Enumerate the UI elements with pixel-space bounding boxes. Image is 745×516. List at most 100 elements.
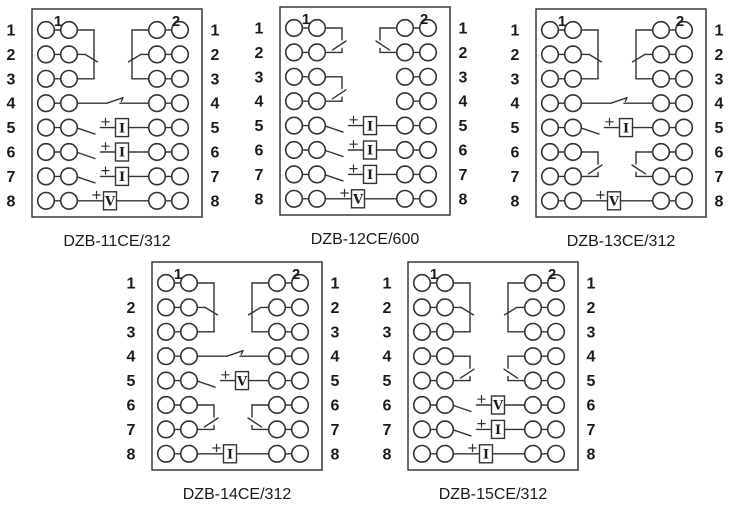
terminal-circle <box>540 118 560 137</box>
terminal-number-left: 4 <box>7 96 16 113</box>
terminal-circle <box>418 140 438 160</box>
contact-and-coil-row: I <box>452 419 526 440</box>
polarity-plus <box>101 166 110 175</box>
terminal-circle <box>395 140 415 160</box>
contact-blade <box>631 164 647 175</box>
contact-blade <box>76 127 96 135</box>
contact-blade <box>247 306 262 316</box>
terminal-number-left: 5 <box>127 373 136 390</box>
terminal-number-right: 4 <box>715 96 724 113</box>
contact-blade <box>324 149 344 158</box>
terminal-circle <box>523 298 543 317</box>
terminal-number-left: 1 <box>127 276 136 293</box>
contact-blade <box>76 176 96 184</box>
contact-blade <box>106 96 124 104</box>
terminal-circle <box>59 118 79 137</box>
column-label-1: 1 <box>54 13 62 30</box>
terminal-number-right: 5 <box>331 373 340 390</box>
coil-row: V <box>580 190 654 211</box>
coil-symbol: I <box>114 166 130 187</box>
terminal-circle <box>290 347 310 366</box>
terminal-number-left: 2 <box>383 300 392 317</box>
terminal-circle <box>179 371 199 390</box>
terminal-circle <box>540 191 560 210</box>
terminal-number-left: 3 <box>127 324 136 341</box>
terminal-circle <box>307 18 327 38</box>
coil-symbol: I <box>362 140 378 160</box>
terminal-number-left: 1 <box>511 23 520 40</box>
terminal-number-left: 5 <box>7 120 16 137</box>
coil-symbol: V <box>350 189 366 209</box>
terminal-circle <box>36 45 56 64</box>
terminal-circle <box>674 94 694 113</box>
contact-blade <box>127 53 142 63</box>
terminal-number-left: 7 <box>383 422 392 439</box>
coil-symbol: I <box>362 164 378 185</box>
blade-tip <box>120 96 124 102</box>
terminal-number-right: 7 <box>587 422 596 439</box>
terminal-circle <box>418 92 438 111</box>
panel-label: DZB-15CE/312 <box>438 486 548 503</box>
changeover-contact-group-right <box>631 29 654 80</box>
polarity-plus <box>221 370 230 380</box>
coil-symbol: V <box>606 191 622 211</box>
terminal-number-right: 3 <box>459 69 468 86</box>
coil-letter: I <box>119 170 125 185</box>
terminal-number-left: 5 <box>255 118 264 135</box>
terminal-number-left: 5 <box>511 120 520 137</box>
contact-and-coil-row: I <box>76 117 150 138</box>
contact-blade <box>76 151 96 160</box>
terminal-circle <box>651 142 671 162</box>
polarity-plus <box>101 142 110 151</box>
terminal-circle <box>523 444 543 463</box>
terminal-number-right: 1 <box>211 23 220 40</box>
contact-blade <box>247 417 263 428</box>
terminal-circle <box>59 45 79 64</box>
coil-letter: I <box>367 119 373 134</box>
column-label-1: 1 <box>302 11 310 28</box>
schematic-outline <box>407 261 579 471</box>
polarity-plus <box>477 419 486 428</box>
terminal-circle <box>540 20 560 40</box>
terminal-number-right: 6 <box>331 398 340 415</box>
terminal-circle <box>267 444 287 463</box>
no-contact-left <box>580 151 603 178</box>
terminal-circle <box>523 371 543 390</box>
terminal-circle <box>170 20 190 40</box>
terminal-number-left: 6 <box>383 398 392 415</box>
terminal-circle <box>418 116 438 135</box>
terminal-number-right: 7 <box>211 169 220 186</box>
terminal-number-left: 8 <box>255 191 264 208</box>
terminal-circle <box>418 165 438 184</box>
terminal-circle <box>147 142 167 162</box>
no-contact-right <box>631 151 654 178</box>
polarity-plus <box>468 443 477 453</box>
terminal-circle <box>563 20 583 40</box>
terminal-number-right: 3 <box>587 324 596 341</box>
contact-blade <box>503 306 518 316</box>
terminal-circle <box>267 420 287 439</box>
terminal-circle <box>563 45 583 64</box>
terminal-circle <box>395 67 415 86</box>
terminal-circle <box>651 69 671 88</box>
terminal-circle <box>36 94 56 113</box>
terminal-circle <box>156 298 176 317</box>
terminal-circle <box>59 142 79 162</box>
terminal-number-right: 6 <box>459 143 468 160</box>
terminal-circle <box>36 142 56 162</box>
terminal-circle <box>156 273 176 293</box>
